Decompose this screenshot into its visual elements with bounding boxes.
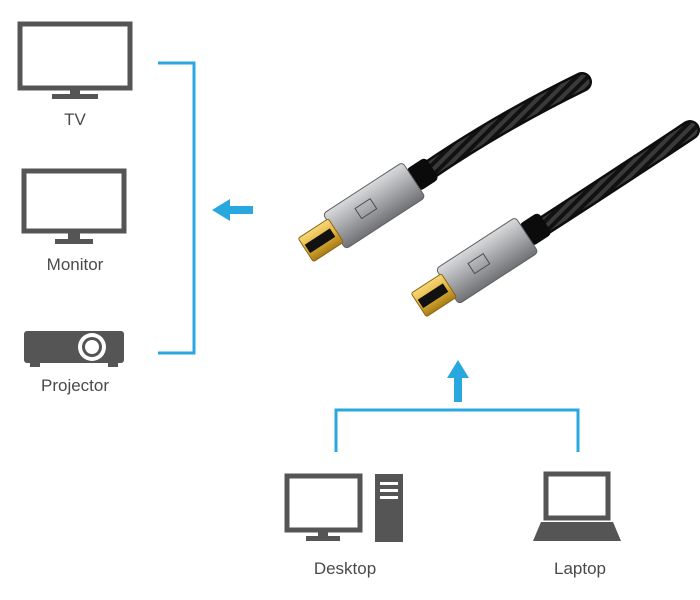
displayport-cable-upper (298, 72, 592, 262)
input-bracket (334, 408, 580, 452)
laptop-label: Laptop (554, 559, 606, 578)
tv-icon (17, 21, 133, 99)
projector-label: Projector (40, 376, 110, 395)
output-arrow-icon (212, 199, 253, 221)
laptop-icon (533, 471, 621, 541)
displayport-cable-lower (411, 120, 700, 317)
desktop-label: Desktop (313, 559, 377, 578)
monitor-label: Monitor (46, 255, 104, 274)
monitor-icon (21, 168, 127, 244)
input-arrow-icon (447, 360, 469, 402)
tv-label: TV (64, 110, 86, 129)
desktop-computer-icon (284, 473, 403, 542)
output-bracket (158, 61, 196, 355)
projector-icon (24, 331, 124, 367)
